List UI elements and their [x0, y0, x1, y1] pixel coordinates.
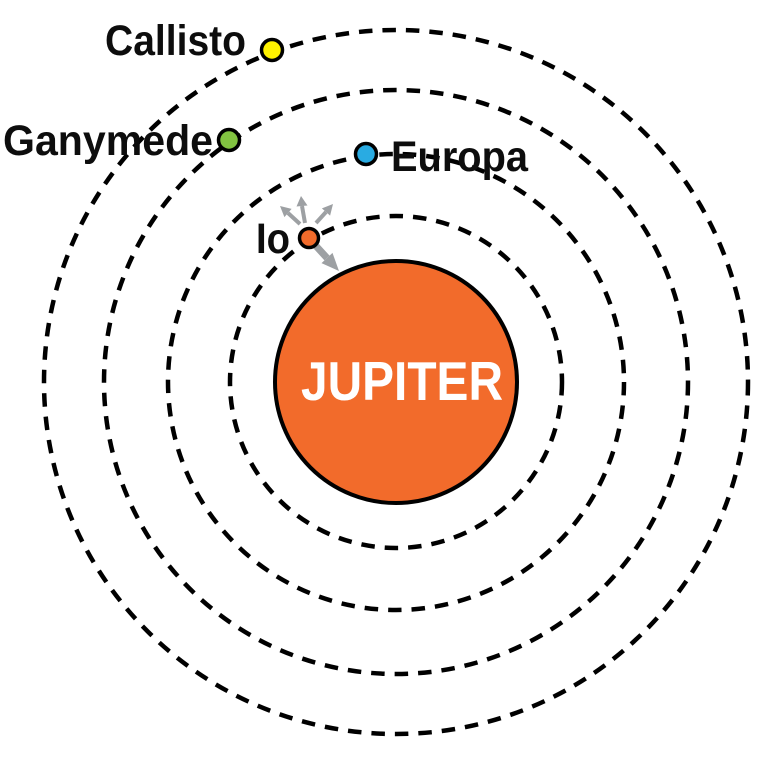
moon-dot-callisto — [259, 37, 285, 63]
moon-label-io: Io — [256, 215, 290, 263]
jupiter-label: JUPITER — [301, 350, 503, 412]
io-plume-arrow-up — [300, 205, 307, 224]
io-plume-arrowhead-upright — [321, 204, 333, 216]
io-plume-arrow-upright — [314, 210, 328, 225]
io-infall-arrowhead — [321, 252, 339, 271]
io-plume-arrow-upleft — [286, 211, 302, 226]
moon-dot-io — [297, 226, 321, 250]
moon-labels: Callisto Ganymede Europa Io — [3, 17, 529, 263]
moon-label-europa: Europa — [391, 133, 529, 181]
orbit-ganymede — [101, 87, 691, 677]
orbit-europa — [165, 151, 627, 613]
moon-dot-ganymede — [216, 127, 242, 153]
io-plume-arrowhead-up — [296, 196, 308, 207]
io-plume-arrows — [280, 196, 339, 271]
orbits — [41, 27, 751, 737]
moon-dot-europa — [353, 141, 379, 167]
orbit-io — [227, 213, 565, 551]
moon-label-ganymede: Ganymede — [3, 117, 213, 165]
jupiter-circle — [273, 259, 519, 505]
planet-jupiter: JUPITER — [273, 259, 519, 505]
orbit-callisto — [41, 27, 751, 737]
moon-label-callisto: Callisto — [105, 17, 246, 65]
io-plume-arrowhead-upleft — [280, 206, 292, 218]
moon-dots — [216, 37, 379, 250]
io-infall-arrow — [313, 243, 330, 261]
